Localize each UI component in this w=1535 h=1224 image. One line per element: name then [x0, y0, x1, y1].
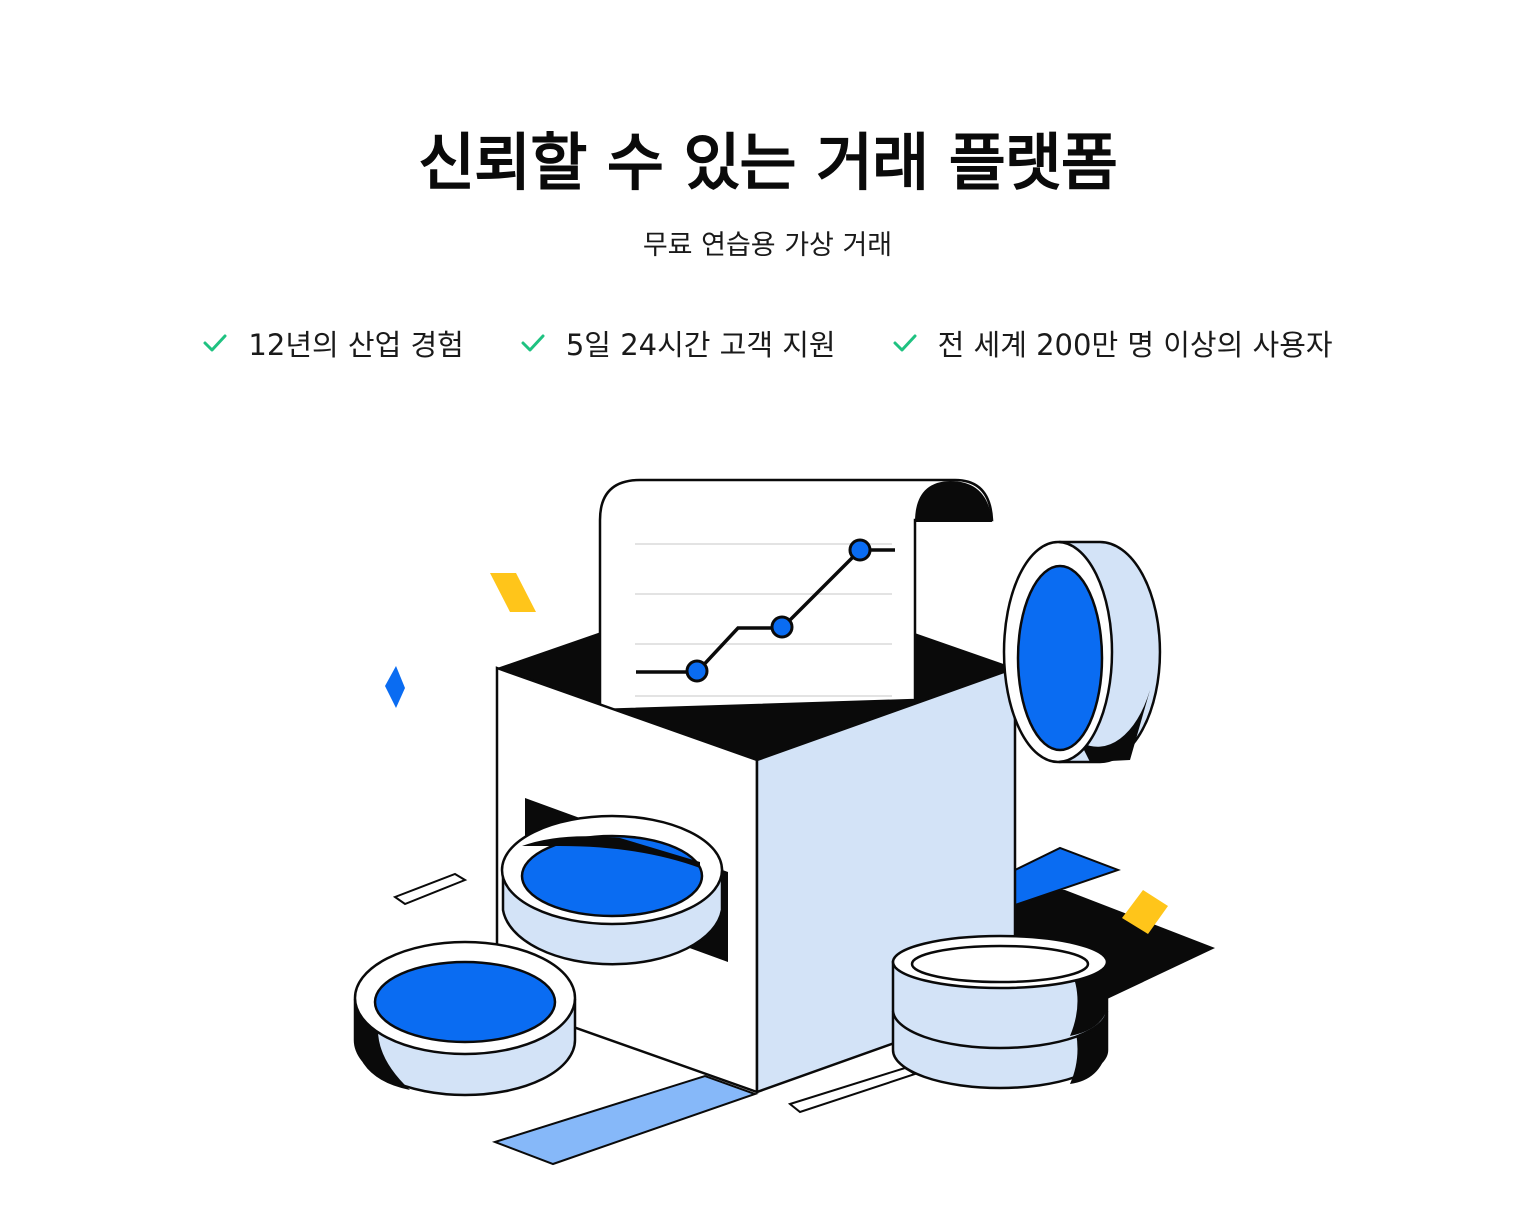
- check-icon: [893, 334, 917, 352]
- chart-paper: [598, 478, 994, 712]
- confetti: [385, 573, 1168, 934]
- confetti-blue: [385, 666, 405, 708]
- confetti-yellow: [1122, 890, 1168, 934]
- blue-stripe-bottom: [491, 1074, 759, 1166]
- feature-label: 5일 24시간 고객 지원: [565, 328, 836, 362]
- check-icon: [203, 334, 227, 352]
- chart-point: [685, 659, 709, 683]
- trading-box-illustration: [353, 478, 1215, 1166]
- page-subtitle: 무료 연습용 가상 거래: [642, 230, 893, 261]
- coin-vertical: [1002, 540, 1162, 764]
- feature-item: 전 세계 200만 명 이상의 사용자: [892, 322, 1333, 364]
- page-title: 신뢰할 수 있는 거래 플랫폼: [418, 126, 1118, 199]
- coin-left: [353, 940, 577, 1097]
- feature-item: 5일 24시간 고객 지원: [520, 322, 836, 364]
- check-icon: [521, 334, 545, 352]
- feature-list: 12년의 산업 경험 5일 24시간 고객 지원 전 세계 200만 명 이상의…: [0, 318, 1535, 368]
- chart-point: [848, 538, 872, 562]
- chart-point: [770, 615, 794, 639]
- feature-item: 12년의 산업 경험: [202, 322, 464, 364]
- outline-stripe-left: [392, 872, 468, 906]
- coin-in-slot: [500, 814, 724, 966]
- confetti-yellow: [490, 573, 536, 612]
- feature-label: 전 세계 200만 명 이상의 사용자: [937, 328, 1333, 362]
- coin-stack: [891, 934, 1109, 1090]
- feature-label: 12년의 산업 경험: [248, 328, 464, 362]
